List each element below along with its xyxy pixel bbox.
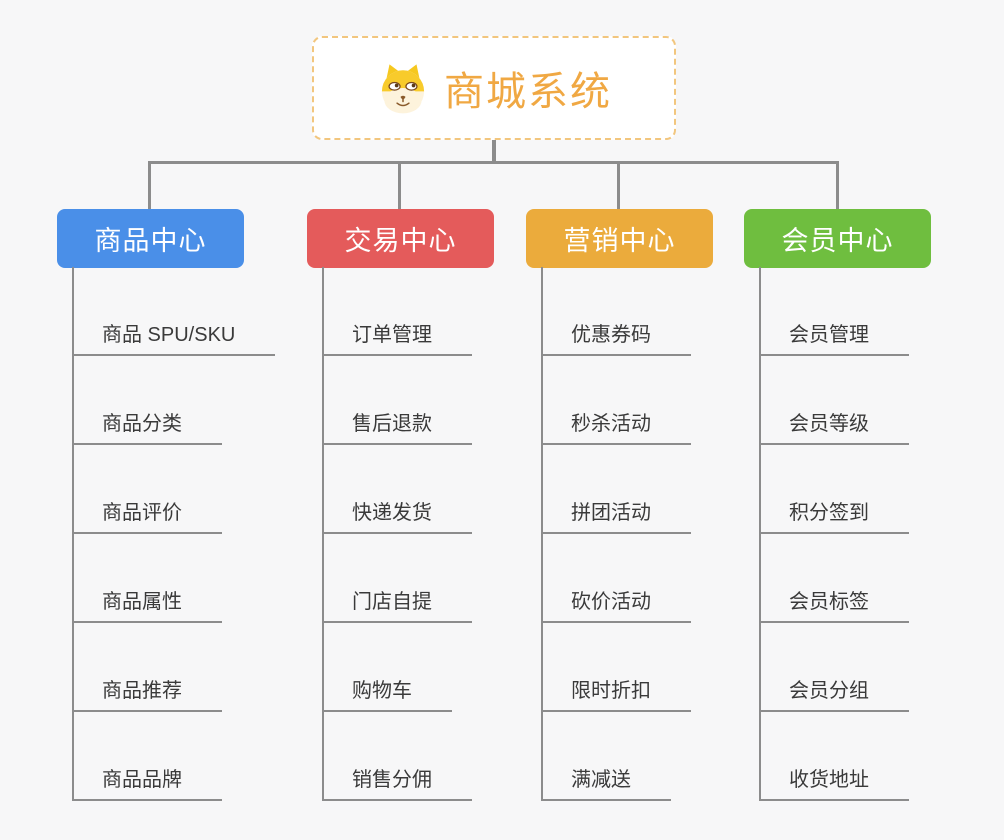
topic-item[interactable]: 会员等级 (759, 403, 909, 445)
topic-item[interactable]: 拼团活动 (541, 492, 691, 534)
topic-item[interactable]: 积分签到 (759, 492, 909, 534)
root-stem-connector (492, 139, 496, 163)
topic-item[interactable]: 订单管理 (322, 314, 472, 356)
topic-item[interactable]: 优惠券码 (541, 314, 691, 356)
child-spine-connector (72, 267, 74, 801)
topic-item[interactable]: 商品品牌 (72, 759, 222, 801)
topic-item[interactable]: 售后退款 (322, 403, 472, 445)
topic-item[interactable]: 满减送 (541, 759, 671, 801)
topic-item[interactable]: 商品分类 (72, 403, 222, 445)
branch-bus-connector (148, 161, 839, 164)
topic-item[interactable]: 限时折扣 (541, 670, 691, 712)
child-spine-connector (322, 267, 324, 801)
topic-item[interactable]: 商品推荐 (72, 670, 222, 712)
topic-item[interactable]: 快递发货 (322, 492, 472, 534)
branch-trade-center[interactable]: 交易中心 (307, 209, 494, 268)
topic-item[interactable]: 商品 SPU/SKU (72, 314, 276, 356)
topic-item[interactable]: 会员分组 (759, 670, 909, 712)
root-topic-label: 商城系统 (444, 70, 612, 114)
child-spine-connector (759, 267, 761, 801)
topic-item[interactable]: 销售分佣 (322, 759, 472, 801)
topic-item[interactable]: 会员管理 (759, 314, 909, 356)
topic-item[interactable]: 砍价活动 (541, 581, 691, 623)
root-topic[interactable]: 商城系统 (312, 36, 676, 140)
child-spine-connector (541, 267, 543, 801)
doge-icon (381, 64, 425, 114)
topic-item[interactable]: 秒杀活动 (541, 403, 691, 445)
topic-item[interactable]: 商品属性 (72, 581, 222, 623)
topic-item[interactable]: 门店自提 (322, 581, 472, 623)
branch-drop-connector (398, 161, 401, 211)
topic-item[interactable]: 购物车 (322, 670, 452, 712)
branch-drop-connector (148, 161, 151, 211)
branch-product-center[interactable]: 商品中心 (57, 209, 244, 268)
topic-item[interactable]: 商品评价 (72, 492, 222, 534)
branch-marketing-center[interactable]: 营销中心 (526, 209, 713, 268)
topic-item[interactable]: 收货地址 (759, 759, 909, 801)
branch-drop-connector (617, 161, 620, 211)
branch-member-center[interactable]: 会员中心 (744, 209, 931, 268)
topic-item[interactable]: 会员标签 (759, 581, 909, 623)
branch-drop-connector (836, 161, 839, 211)
